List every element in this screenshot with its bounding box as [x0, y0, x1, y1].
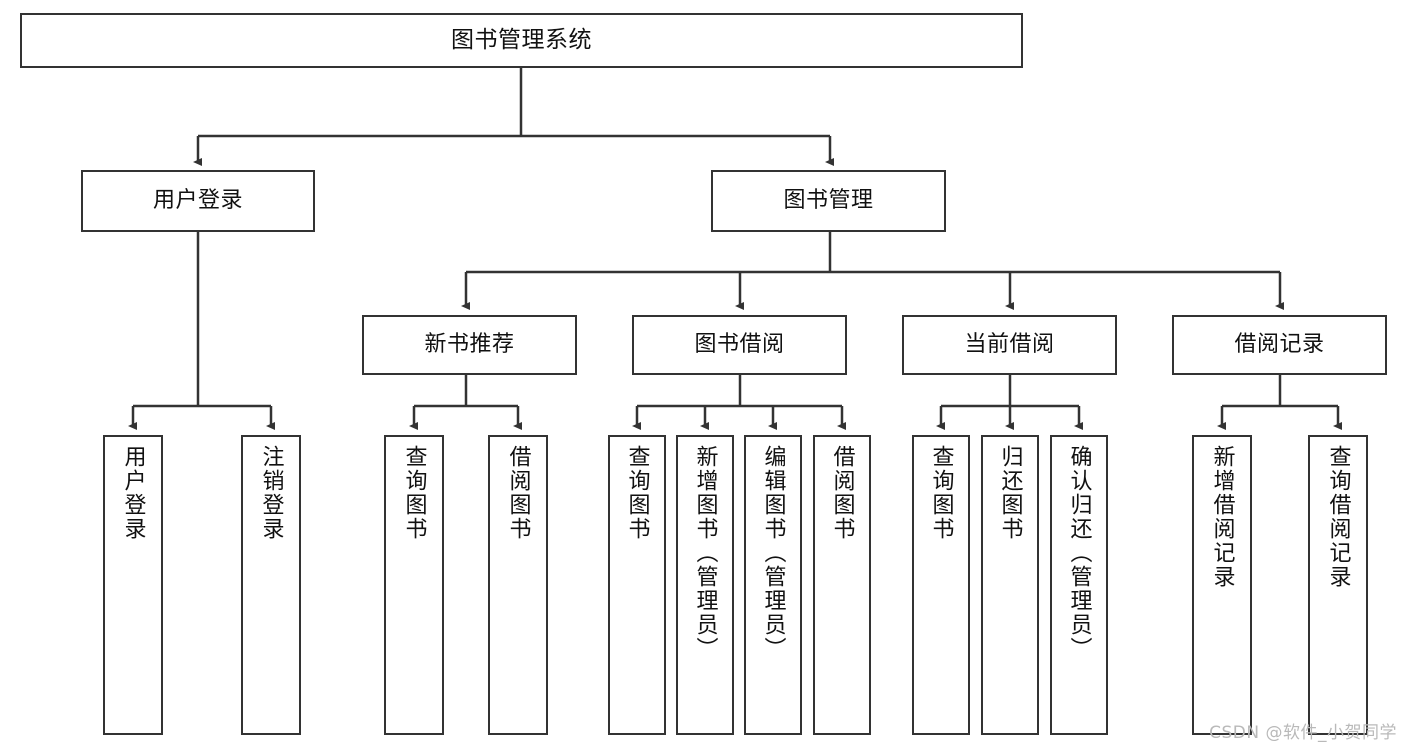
watermark: CSDN @软件_小贺同学: [1209, 723, 1397, 743]
node-label: 注销登录: [258, 445, 284, 541]
node-label: 当前借阅: [964, 332, 1055, 358]
node-borrow-record[interactable]: 借阅记录: [1172, 315, 1387, 375]
leaf-logout-login[interactable]: 注销登录: [241, 435, 301, 735]
leaf-record-add-borrow-record[interactable]: 新增借阅记录: [1192, 435, 1252, 735]
node-label: 借阅记录: [1234, 332, 1325, 358]
node-book-borrow[interactable]: 图书借阅: [632, 315, 847, 375]
node-label: 新书推荐: [424, 332, 515, 358]
node-label: 确认归还（管理员）: [1066, 445, 1092, 661]
leaf-borrow-borrow-book[interactable]: 借阅图书: [813, 435, 871, 735]
leaf-current-query-book[interactable]: 查询图书: [912, 435, 970, 735]
leaf-borrow-query-book[interactable]: 查询图书: [608, 435, 666, 735]
node-label: 图书借阅: [694, 332, 785, 358]
leaf-current-confirm-return-admin[interactable]: 确认归还（管理员）: [1050, 435, 1108, 735]
node-label: 借阅图书: [829, 445, 855, 541]
node-label: 编辑图书（管理员）: [760, 445, 786, 661]
node-label: 用户登录: [152, 188, 243, 214]
node-book-management[interactable]: 图书管理: [711, 170, 946, 232]
node-label: 借阅图书: [505, 445, 531, 541]
leaf-user-login[interactable]: 用户登录: [103, 435, 163, 735]
node-current-borrow[interactable]: 当前借阅: [902, 315, 1117, 375]
node-label: 归还图书: [997, 445, 1023, 541]
leaf-recommend-query-book[interactable]: 查询图书: [384, 435, 444, 735]
node-label: 新增借阅记录: [1209, 445, 1235, 589]
leaf-record-query-borrow-record[interactable]: 查询借阅记录: [1308, 435, 1368, 735]
node-label: 查询图书: [928, 445, 954, 541]
leaf-borrow-edit-book-admin[interactable]: 编辑图书（管理员）: [744, 435, 802, 735]
node-new-book-recommend[interactable]: 新书推荐: [362, 315, 577, 375]
node-user-login[interactable]: 用户登录: [81, 170, 315, 232]
leaf-borrow-add-book-admin[interactable]: 新增图书（管理员）: [676, 435, 734, 735]
node-label: 新增图书（管理员）: [692, 445, 718, 661]
node-label: 查询图书: [624, 445, 650, 541]
node-label: 查询借阅记录: [1325, 445, 1351, 589]
node-label: 图书管理: [783, 188, 874, 214]
leaf-current-return-book[interactable]: 归还图书: [981, 435, 1039, 735]
node-label: 用户登录: [120, 445, 146, 541]
node-label: 图书管理系统: [451, 26, 592, 53]
node-root-system[interactable]: 图书管理系统: [20, 13, 1023, 68]
leaf-recommend-borrow-book[interactable]: 借阅图书: [488, 435, 548, 735]
node-label: 查询图书: [401, 445, 427, 541]
